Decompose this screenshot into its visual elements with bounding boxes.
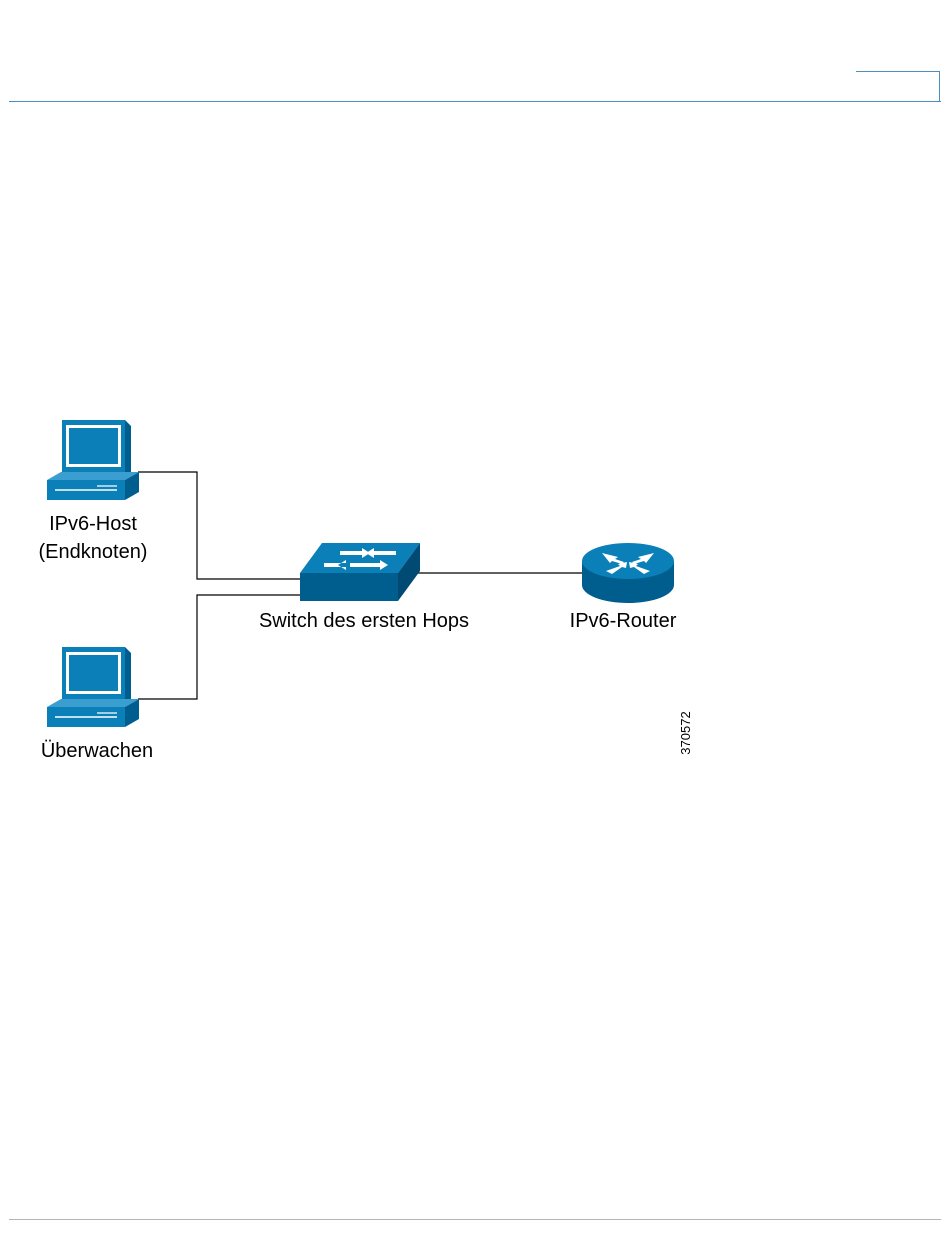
workstation-icon [47,647,139,727]
host-label-line1: IPv6-Host [49,513,137,535]
router-icon [582,543,674,603]
monitor-label: Überwachen [41,740,153,762]
workstation-icon [47,420,139,500]
switch-icon [300,543,420,601]
router-label: IPv6-Router [570,610,677,632]
link-host-switch [138,472,302,579]
switch-label: Switch des ersten Hops [259,610,469,632]
figure-id: 370572 [678,711,693,754]
footer-rule [9,1219,941,1220]
host-label-line2: (Endknoten) [39,541,148,563]
